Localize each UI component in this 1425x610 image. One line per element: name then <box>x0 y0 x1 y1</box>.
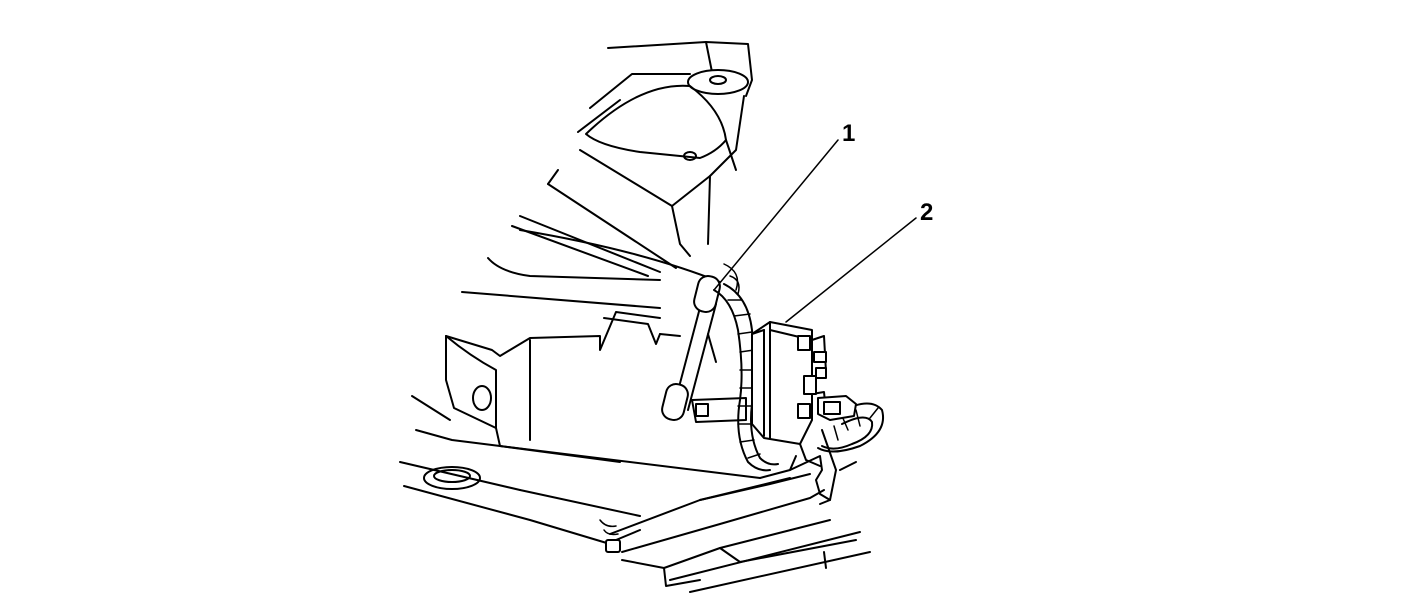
callout-2: 2 <box>920 199 933 226</box>
callouts: 1 2 <box>842 120 933 226</box>
lower-frame-rail <box>399 461 871 593</box>
frame-beams <box>461 169 721 309</box>
leader-line-1 <box>713 139 839 291</box>
sensor-bracket <box>699 429 857 505</box>
crossmember <box>411 311 761 479</box>
upper-mount-bracket <box>577 41 753 257</box>
height-sensor-module <box>751 321 857 467</box>
sensor-link-rod <box>661 263 740 422</box>
callout-1: 1 <box>842 120 855 147</box>
leader-line-2 <box>785 217 917 323</box>
leader-lines <box>713 139 917 323</box>
